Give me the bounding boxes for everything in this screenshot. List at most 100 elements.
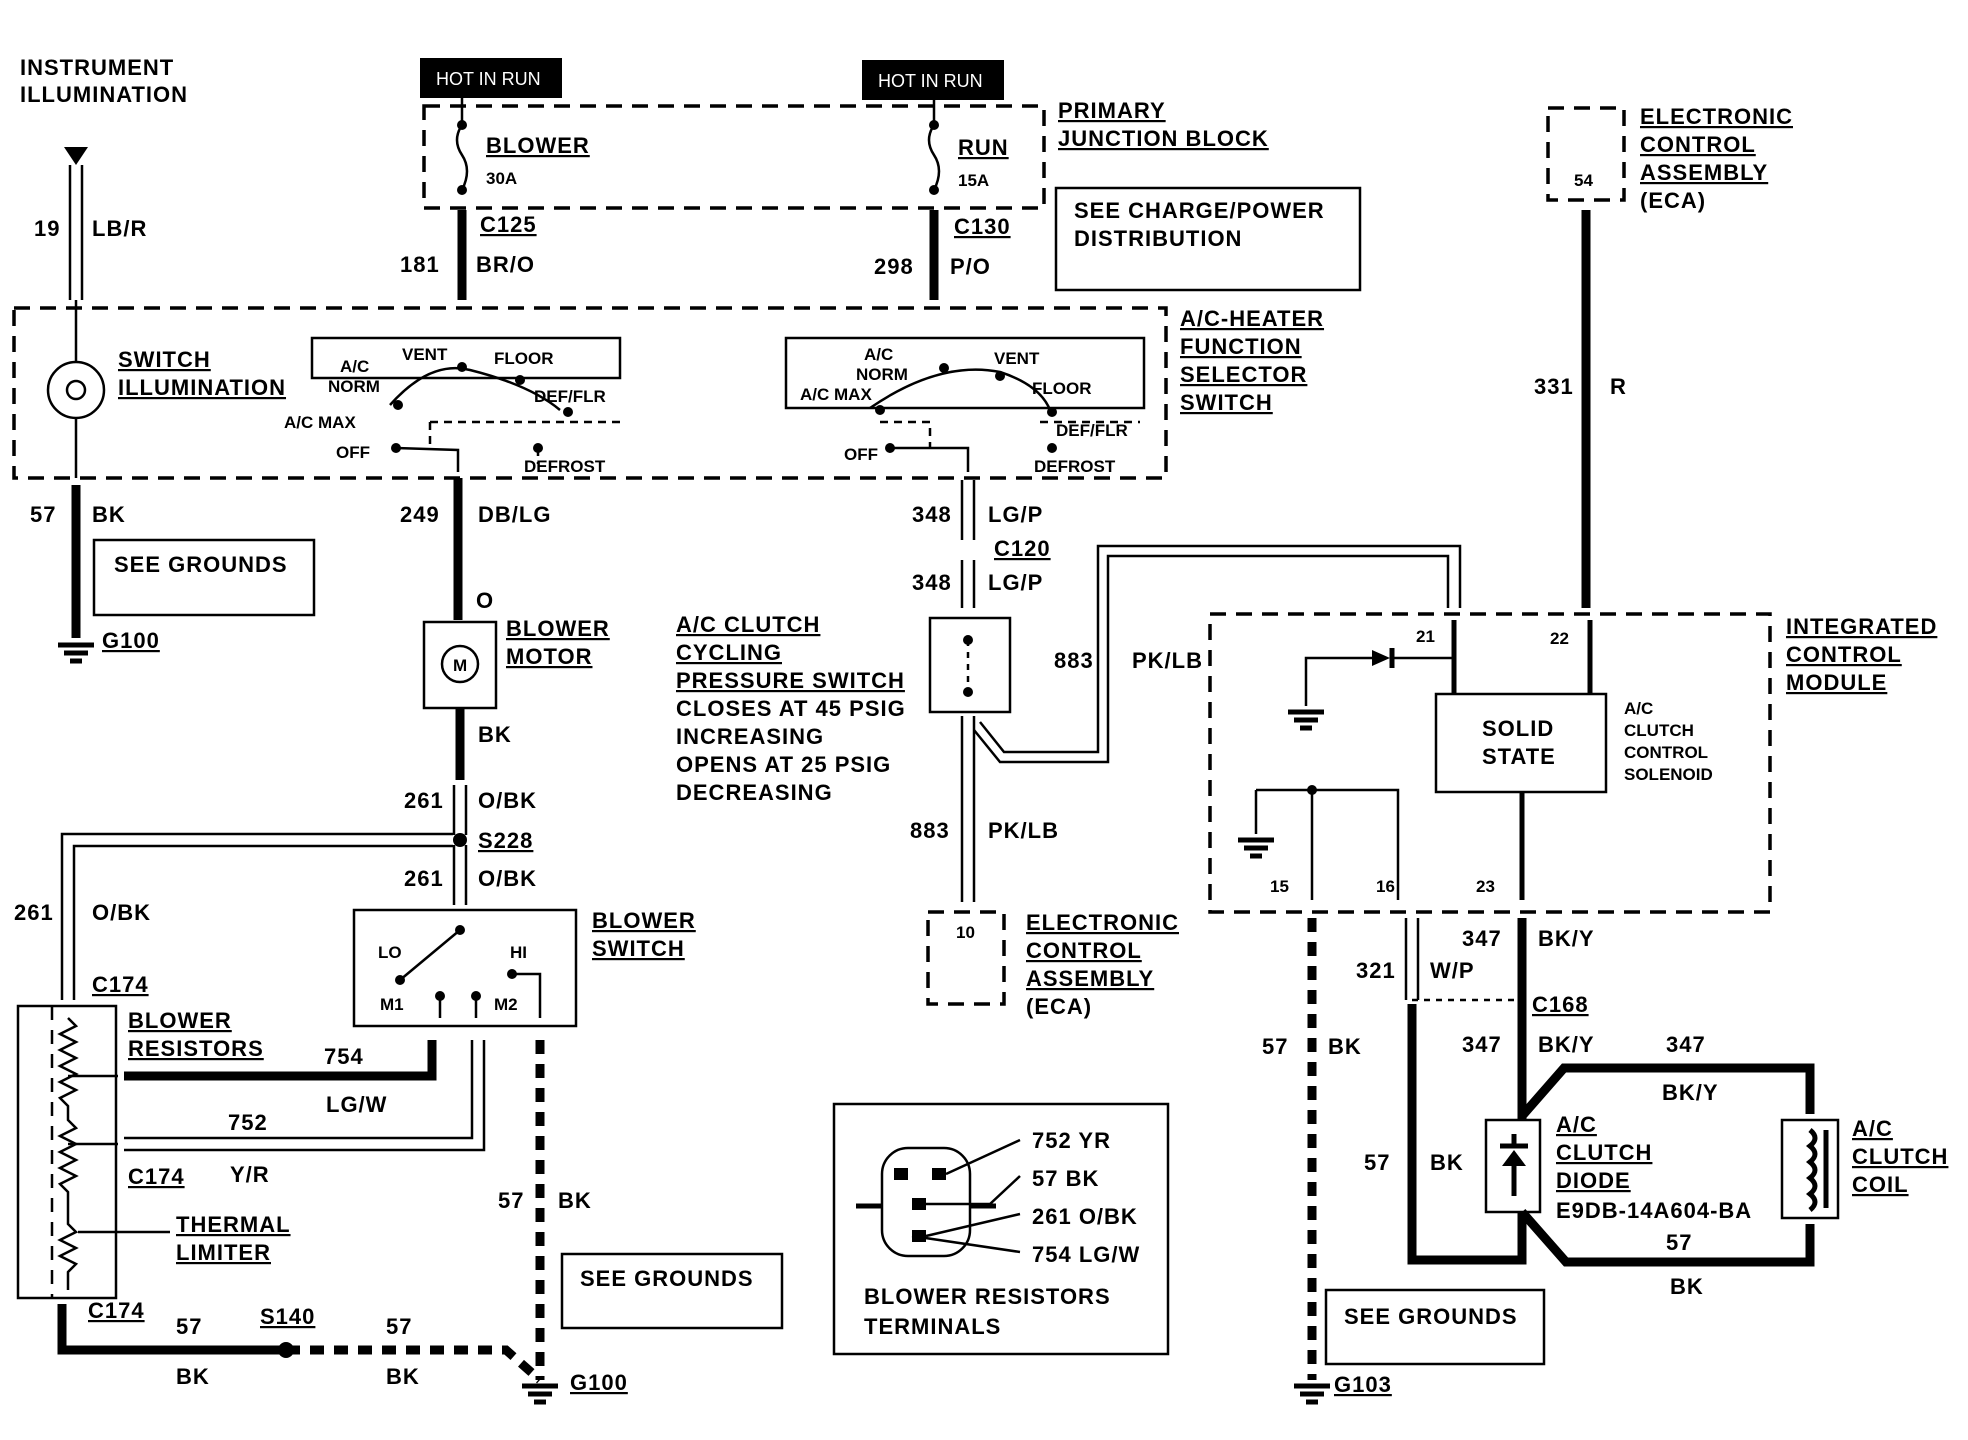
blower-resistors-terminals-box (832, 1102, 1170, 1356)
instrument-illumination-title-2: ILLUMINATION (20, 82, 188, 107)
wire-883b-number: 883 (910, 818, 950, 843)
sel-left-ac: A/C (340, 357, 369, 376)
eca-top-label-2: CONTROL (1640, 132, 1756, 157)
see-charge-box (1054, 186, 1362, 292)
see-grounds-1: SEE GROUNDS (114, 552, 288, 577)
solenoid-label-3: CONTROL (1624, 743, 1708, 762)
pressure-switch-label-1: A/C CLUTCH (676, 612, 820, 637)
wire-347a-color: BK/Y (1538, 926, 1595, 951)
eca-top-box (1546, 106, 1626, 202)
connector-c168: C168 (1532, 992, 1589, 1017)
wire-57a-color: BK (92, 502, 126, 527)
blower-switch-hi: HI (510, 943, 527, 962)
ground-g100b: G100 (570, 1370, 628, 1395)
blower-fuse-icon (455, 98, 469, 191)
solid-state-label-1: SOLID (1482, 716, 1554, 741)
hot-in-run-tag-2 (862, 60, 1004, 100)
ground-icon-g103 (1294, 1383, 1330, 1405)
terminals-caption-1: BLOWER RESISTORS (864, 1284, 1111, 1309)
ground-icon-g100b (522, 1383, 558, 1405)
eca-top-pin: 54 (1574, 171, 1593, 190)
see-grounds-box-2 (560, 1252, 784, 1330)
instrument-illumination-title-1: INSTRUMENT (20, 55, 174, 80)
solenoid-label-4: SOLENOID (1624, 765, 1713, 784)
eca-top-label-1: ELECTRONIC (1640, 104, 1793, 129)
see-grounds-box-3 (1324, 1288, 1546, 1366)
fuse-run-rating: 15A (958, 171, 989, 190)
wire-261c-color: O/BK (92, 900, 151, 925)
icm-pin-23: 23 (1476, 877, 1495, 896)
sel-right-defrost: DEFROST (1034, 457, 1116, 476)
icm-diode-leads (1304, 656, 1454, 706)
selector-switch-label-4: SWITCH (1180, 390, 1273, 415)
selector-switch-label-3: SELECTOR (1180, 362, 1307, 387)
terminals-caption-2: TERMINALS (864, 1314, 1001, 1339)
wire-57-resistor (57, 1304, 280, 1355)
eca-bottom-label-2: CONTROL (1026, 938, 1142, 963)
wire-347-to-coil (1518, 1063, 1815, 1119)
clutch-diode-label-3: DIODE (1556, 1168, 1631, 1193)
wire-261-c (60, 832, 453, 1000)
clutch-diode-part: E9DB-14A604-BA (1556, 1198, 1752, 1223)
sel-left-floor: FLOOR (494, 349, 554, 368)
sel-right-floor: FLOOR (1032, 379, 1092, 398)
fuse-run-name: RUN (958, 135, 1009, 160)
wire-298-color: P/O (950, 254, 991, 279)
connector-c130: C130 (954, 214, 1011, 239)
eca-bottom-label-4: (ECA) (1026, 994, 1092, 1019)
blower-switch-label-2: SWITCH (592, 936, 685, 961)
blower-motor-label-2: MOTOR (506, 644, 592, 669)
icm-input-leads (1451, 620, 1593, 694)
splice-s140-label: S140 (260, 1304, 315, 1329)
solid-state-label-2: STATE (1482, 744, 1556, 769)
feed-arrow-icon (64, 147, 88, 165)
terminal-57: 57 BK (1032, 1166, 1099, 1191)
clutch-diode-icon (1502, 1150, 1526, 1166)
wire-57-s140 (286, 1345, 543, 1384)
splice-s228 (453, 833, 467, 847)
blower-switch-wiper (399, 929, 461, 981)
wire-883-up (973, 544, 1462, 764)
terminals-pointers (911, 1138, 1021, 1254)
icm-label-1: INTEGRATED (1786, 614, 1937, 639)
blower-switch-m2: M2 (494, 995, 518, 1014)
wire-348a-color: LG/P (988, 502, 1043, 527)
selector-right-link (880, 420, 1140, 448)
connector-c174c: C174 (88, 1298, 145, 1323)
sel-right-norm: NORM (856, 365, 908, 384)
fuse-blower-name: BLOWER (486, 133, 590, 158)
connector-c174b: C174 (128, 1164, 185, 1189)
motor-icon (440, 644, 480, 684)
selector-left-wiper (395, 446, 460, 472)
splice-s140 (278, 1342, 294, 1358)
blower-switch-label-1: BLOWER (592, 908, 696, 933)
resistor-taps (68, 1074, 118, 1146)
selector-left-box (310, 336, 622, 380)
see-charge-1: SEE CHARGE/POWER (1074, 198, 1325, 223)
sel-left-off: OFF (336, 443, 370, 462)
blower-switch-box (352, 908, 578, 1028)
blower-switch-contacts (438, 972, 542, 1018)
sel-left-defflr: DEF/FLR (534, 387, 606, 406)
wire-883a-number: 883 (1054, 648, 1094, 673)
pjb-label-1: PRIMARY (1058, 98, 1166, 123)
terminal-752: 752 YR (1032, 1128, 1111, 1153)
terminals-connector-icon (880, 1146, 972, 1258)
wire-249-color: DB/LG (478, 502, 551, 527)
wire-57g-number: 57 (1666, 1230, 1692, 1255)
icm-pin-16: 16 (1376, 877, 1395, 896)
icm-pin-21: 21 (1416, 627, 1435, 646)
primary-junction-block-box (422, 104, 1046, 210)
wire-754-color: LG/W (326, 1092, 387, 1117)
pjb-label-2: JUNCTION BLOCK (1058, 126, 1269, 151)
wire-348b-color: LG/P (988, 570, 1043, 595)
wire-347c-number: 347 (1666, 1032, 1706, 1057)
wire-321 (1404, 918, 1420, 1000)
icm-label-3: MODULE (1786, 670, 1887, 695)
wire-321-number: 321 (1356, 958, 1396, 983)
sel-right-ac: A/C (864, 345, 893, 364)
solenoid-label-2: CLUTCH (1624, 721, 1694, 740)
wire-57-coil (1518, 1209, 1815, 1267)
wire-57e-color: BK (1328, 1034, 1362, 1059)
